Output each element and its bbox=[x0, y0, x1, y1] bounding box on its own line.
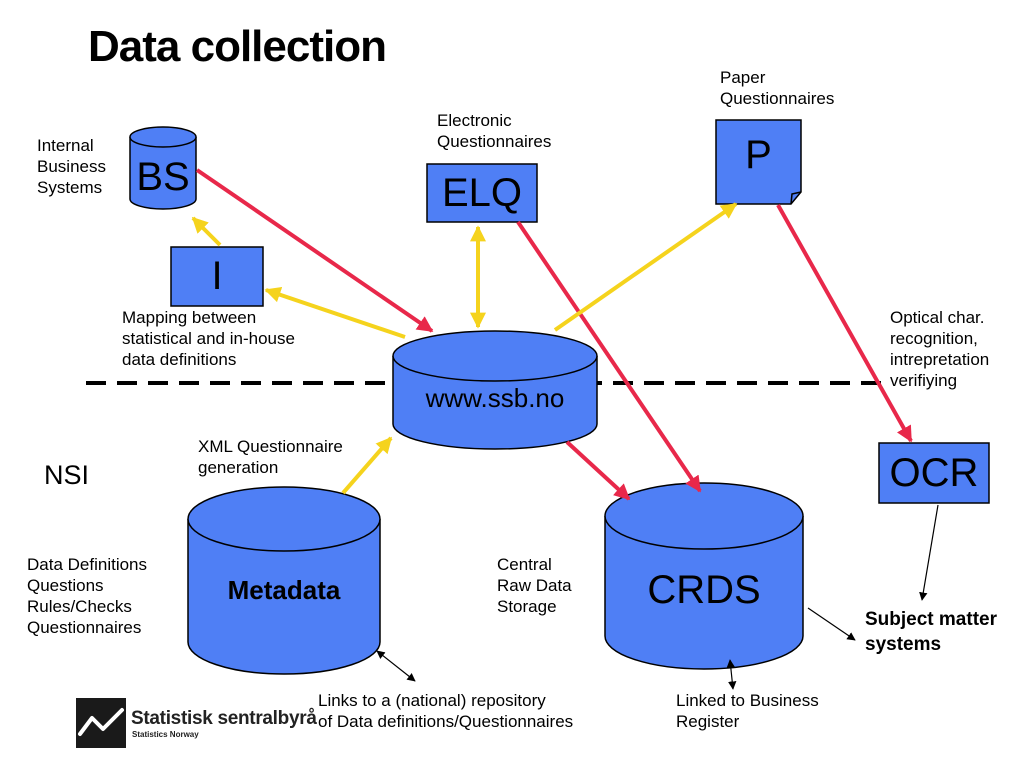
arrow-metadata-repository bbox=[376, 650, 416, 682]
bs-cylinder bbox=[129, 126, 197, 210]
arrow-www-to-crds bbox=[565, 440, 631, 501]
arrow-p-to-ocr bbox=[776, 204, 913, 443]
arrow-crds-register bbox=[726, 659, 737, 690]
arrow-elq-to-crds bbox=[516, 220, 702, 493]
crds-label: CRDS bbox=[647, 568, 761, 612]
ssb-logo: Statistisk sentralbyrå Statistics Norway bbox=[76, 698, 317, 748]
arrow-crds-to-subject bbox=[807, 607, 856, 641]
www-cylinder bbox=[392, 330, 598, 450]
arrow-i-to-bs bbox=[191, 216, 222, 247]
ocr-box bbox=[878, 442, 990, 504]
www-label: www.ssb.no bbox=[425, 383, 565, 413]
arrow-ocr-to-subject bbox=[919, 504, 939, 601]
nsi-label: NSI bbox=[44, 460, 90, 490]
crds-cylinder bbox=[604, 482, 804, 670]
ocr-label: OCR bbox=[889, 451, 979, 495]
logo-name: Statistisk sentralbyrå bbox=[131, 708, 317, 729]
i-box bbox=[170, 246, 264, 307]
arrow-www-to-i bbox=[264, 287, 406, 339]
elq-label: ELQ bbox=[441, 171, 523, 215]
i-label: I bbox=[211, 254, 223, 298]
arrow-bs-to-www bbox=[195, 168, 434, 333]
bs-label: BS bbox=[136, 155, 190, 199]
arrow-metadata-to-www bbox=[341, 436, 393, 495]
page-title: Data collection bbox=[88, 22, 387, 71]
elq-box bbox=[426, 163, 538, 223]
p-label: P bbox=[745, 133, 772, 177]
logo-subtitle: Statistics Norway bbox=[132, 730, 199, 739]
metadata-label: Metadata bbox=[227, 575, 341, 605]
ssb-logo-icon bbox=[76, 698, 126, 748]
metadata-cylinder bbox=[187, 486, 381, 675]
paper-document bbox=[715, 119, 802, 205]
arrow-www-to-p bbox=[553, 202, 738, 332]
